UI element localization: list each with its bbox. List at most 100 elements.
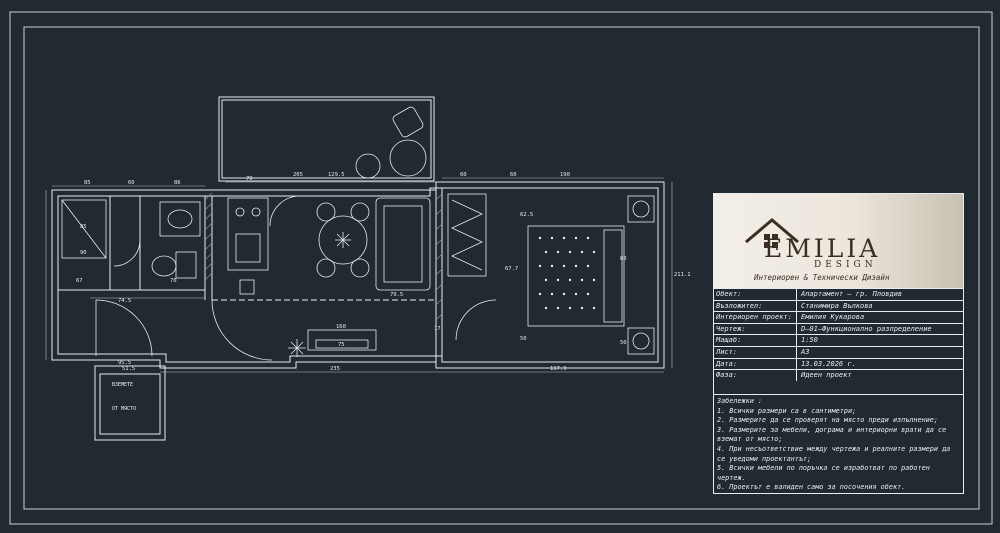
note-item: 2. Размерите да се проверят на място пре…: [717, 416, 938, 425]
dim-label: 67: [76, 278, 83, 284]
dim-label: 75: [338, 342, 345, 348]
chair-icon: [350, 258, 370, 278]
row-label: Дата:: [714, 358, 797, 370]
wall-hatching: [204, 192, 443, 321]
dim-label: 50: [620, 340, 627, 346]
notes-section: Забележки : 1. Всички размери са в санти…: [714, 394, 963, 495]
wardrobe: [99, 373, 161, 435]
dim-label: 60: [460, 172, 467, 178]
notes-title: Забележки :: [717, 397, 763, 405]
balcony-chair-icon: [392, 106, 424, 138]
apartment-inner-outline: [57, 187, 659, 363]
title-row: Чертеж: D–01–Функционално разпределение: [714, 322, 963, 335]
row-label: Възложител:: [714, 300, 797, 312]
balcony-chair-icon: [355, 153, 381, 179]
dim-label: 60: [510, 172, 517, 178]
dim-label: 95.5: [118, 360, 131, 366]
entrance-door-swing: [95, 299, 153, 357]
fixtures: [61, 106, 655, 361]
bedroom-door-swing: [455, 299, 497, 341]
dim-label: 205: [293, 172, 303, 178]
row-label: Лист:: [714, 346, 797, 358]
title-row: Обект:Апартамент – гр. Пловдив: [714, 288, 963, 300]
note-item: 5. Всички мебели по поръчка се изработва…: [717, 464, 930, 482]
row-value: A3: [801, 347, 810, 356]
hob-burner-icon: [251, 207, 261, 217]
plant-icon: [288, 339, 306, 357]
dim-label: 70: [246, 176, 253, 182]
toilet-tank: [175, 251, 197, 279]
title-row: Лист: A3: [714, 345, 963, 358]
row-label: Мащаб:: [714, 335, 797, 346]
bath-door-swing: [113, 239, 141, 267]
dim-label: 85: [80, 224, 87, 230]
row-label: Фаза:: [714, 370, 797, 381]
tv-stand: [307, 329, 377, 351]
row-value: D–01–Функционално разпределение: [801, 324, 932, 333]
logo-brand-sub: DESIGN: [814, 260, 877, 270]
dim-label: 160: [336, 324, 346, 330]
row-value: 13.03.2026 г.: [801, 359, 856, 368]
fridge-icon: [239, 279, 255, 295]
title-block: EMILIA DESIGN Интериорен & Технически Ди…: [713, 193, 964, 494]
bed: [527, 225, 625, 327]
dim-label: 117.9: [550, 366, 567, 372]
dim-label: 79.5: [390, 292, 403, 298]
dim-label: 51.5: [122, 366, 135, 372]
dim-label: 90: [80, 250, 87, 256]
dimension-lines: [45, 177, 673, 373]
dimension-labels: 85 60 86 70 205 129.5 60 60 190 85 90 67…: [76, 172, 691, 372]
walls: [51, 96, 665, 441]
nightstand-top: [627, 195, 655, 223]
inner-frame: [23, 26, 980, 510]
dim-label: 129.5: [328, 172, 345, 178]
living-door-swing: [211, 299, 273, 361]
title-row: Възложител: Станимира Вълкова: [714, 299, 963, 312]
title-block-rows: Обект:Апартамент – гр. Пловдив Възложите…: [714, 288, 963, 381]
note-item: 6. Проектът е валиден само за посочения …: [717, 483, 906, 492]
bed-pattern: [538, 236, 596, 310]
nightstand-bottom: [627, 327, 655, 355]
dim-label: 62.5: [520, 212, 533, 218]
row-label: Чертеж:: [714, 323, 797, 335]
dim-label: 190: [560, 172, 570, 178]
dim-label: 86: [174, 180, 181, 186]
dim-label: 235: [330, 366, 340, 372]
chair-icon: [350, 202, 370, 222]
title-row: Дата: 13.03.2026 г.: [714, 357, 963, 370]
kitchen-counter: [227, 197, 269, 271]
chair-icon: [316, 202, 336, 222]
row-value: 1:50: [801, 336, 818, 345]
furniture-label: ВЗЕМЕТЕ: [112, 382, 133, 388]
dim-label: 85: [84, 180, 91, 186]
house-logo-icon: [745, 218, 799, 248]
title-row: Мащаб: 1:50: [714, 334, 963, 346]
bed-pillow: [603, 229, 623, 323]
sink-cabinet: [159, 201, 201, 237]
outer-frame: [9, 11, 993, 525]
dim-label: 74.5: [118, 298, 131, 304]
note-item: 4. При несъответствие между чертежа и ре…: [717, 444, 951, 463]
furniture-label: ОТ МЯСТО: [112, 406, 136, 412]
row-value: Станимира Вълкова: [801, 301, 873, 310]
balcony-table: [389, 139, 427, 177]
kitchen-sink-icon: [235, 233, 261, 263]
dining-table: [318, 215, 368, 265]
sink-icon: [167, 209, 193, 229]
dim-label: 50: [520, 336, 527, 342]
note-item: 1. Всички размери са в сантиметри;: [717, 406, 857, 415]
wardrobe-text: ВЗЕМЕТЕ ОТ МЯСТО: [112, 382, 136, 412]
balcony-outline: [218, 96, 435, 182]
row-label: Обект:: [714, 289, 797, 300]
dim-label: 67.7: [505, 266, 518, 272]
balcony-door-swing: [269, 195, 301, 227]
wardrobe-hangers: [451, 199, 483, 271]
row-label: Интериорен проект:: [714, 312, 797, 323]
lamp-icon: [632, 332, 650, 350]
dim-label: 80: [620, 256, 627, 262]
sofa-seat: [383, 205, 423, 283]
dim-label: 211.1: [674, 272, 691, 278]
tv-unit: [315, 339, 369, 349]
company-logo: EMILIA DESIGN Интериорен & Технически Ди…: [714, 194, 963, 288]
